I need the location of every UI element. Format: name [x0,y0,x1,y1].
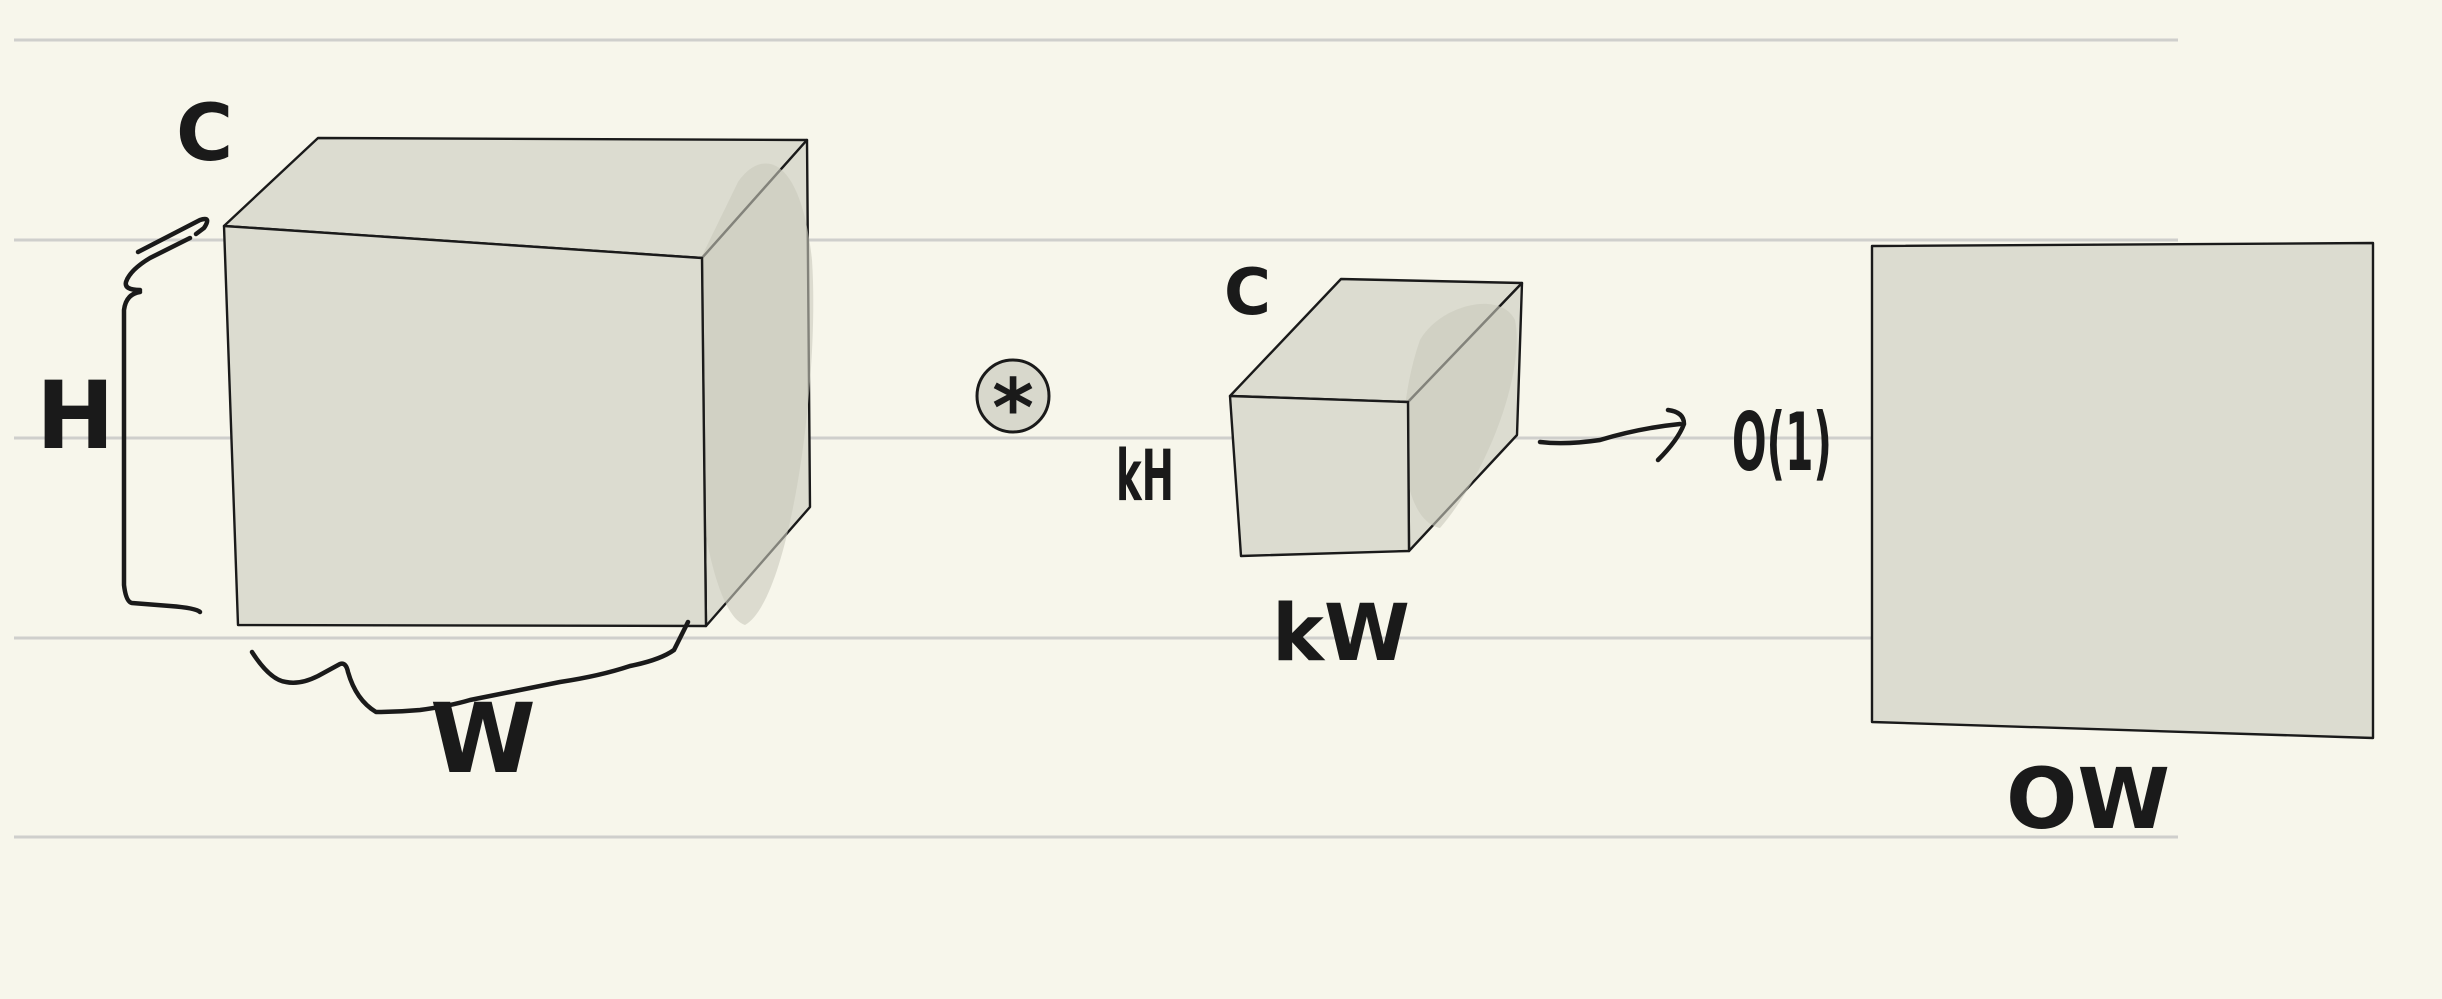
input-width-label: W [430,683,536,795]
result-arrow [1537,407,1687,463]
kernel-depth-label: C [1224,256,1271,330]
input-width-brace [249,619,691,715]
output-width-label: OW [2006,750,2170,848]
input-cube-front-face [222,224,708,628]
kernel-cube [1228,277,1524,558]
output-count-label: O(1) [1732,396,1832,489]
input-depth-brace [123,216,210,293]
input-height-label: H [36,362,115,471]
input-depth-label: C [176,89,233,179]
input-cube-shadow [692,163,814,626]
kernel-width-label: kW [1272,589,1410,679]
kernel-cube-front-face [1228,394,1411,558]
output-feature-map [1870,241,2375,740]
kernel-height-label: kH [1116,435,1174,517]
convolution-operator-symbol: * [992,362,1034,455]
convolution-operator: * [975,358,1051,455]
input-height-brace [121,289,203,615]
kernel-cube-shadow [1403,303,1517,528]
input-tensor-cube [222,136,814,628]
